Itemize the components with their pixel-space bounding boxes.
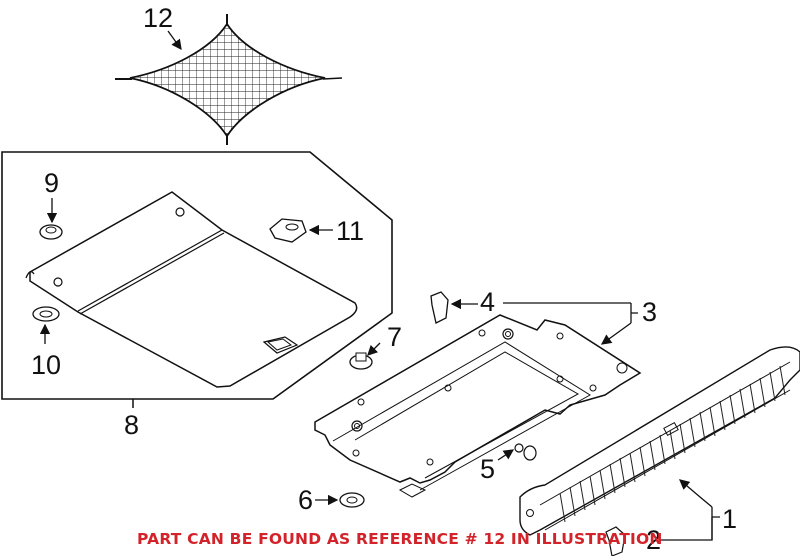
callout-4: 4 xyxy=(480,287,496,317)
cargo-net[interactable] xyxy=(115,14,343,145)
callout-1: 1 xyxy=(722,504,738,534)
callout-8: 8 xyxy=(124,410,140,440)
grommet-10[interactable] xyxy=(32,306,60,344)
bumper-11[interactable] xyxy=(269,218,333,243)
callout-12: 12 xyxy=(143,3,174,33)
callout-7: 7 xyxy=(387,322,403,352)
stud-7[interactable] xyxy=(349,342,381,370)
grommet-9[interactable] xyxy=(39,198,63,240)
cargo-cover[interactable] xyxy=(25,191,358,388)
callout-9: 9 xyxy=(44,168,60,198)
clip-2[interactable] xyxy=(605,526,626,556)
callout-3: 3 xyxy=(642,297,658,327)
grommet-6[interactable] xyxy=(315,492,365,508)
callout-6: 6 xyxy=(298,485,314,515)
callout-2: 2 xyxy=(646,525,662,555)
callout-11: 11 xyxy=(336,216,365,246)
callout-5: 5 xyxy=(480,454,496,484)
clip-4[interactable] xyxy=(430,291,631,324)
callout-10: 10 xyxy=(31,350,62,380)
reference-note: PART CAN BE FOUND AS REFERENCE # 12 IN I… xyxy=(137,530,663,548)
push-pin-5[interactable] xyxy=(497,443,537,461)
callout-3-bracket xyxy=(602,303,638,344)
cargo-cover-group-outline xyxy=(1,151,393,400)
sill-trim-1[interactable] xyxy=(519,346,800,536)
floor-panel-3[interactable] xyxy=(314,314,642,498)
callout-1-bracket xyxy=(680,480,720,540)
